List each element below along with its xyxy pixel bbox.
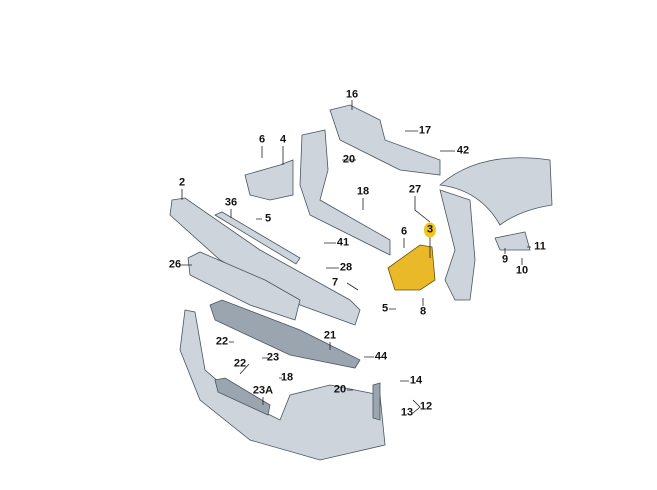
callout-23: 23	[266, 351, 280, 364]
callout-12: 12	[419, 400, 433, 413]
callout-5b: 5	[381, 302, 389, 315]
callout-17: 17	[418, 124, 432, 137]
lock-carrier-part	[299, 129, 391, 256]
callout-4: 4	[279, 133, 287, 146]
callout-6: 6	[258, 133, 266, 146]
lock-carrier-side-part	[439, 189, 476, 301]
bumper-beam-part-2	[169, 197, 361, 326]
bracket-part-12	[372, 382, 381, 421]
callout-6b: 6	[400, 225, 408, 238]
callout-26: 26	[168, 258, 182, 271]
grille-frame-part-23A	[214, 377, 271, 416]
absorber-part-26	[187, 251, 301, 321]
callout-28: 28	[339, 261, 353, 274]
callout-36: 36	[224, 196, 238, 209]
callout-20b: 20	[333, 383, 347, 396]
callout-27: 27	[408, 183, 422, 196]
callout-11: 11	[534, 240, 546, 253]
callout-18b: 18	[280, 371, 294, 384]
callout-44: 44	[374, 350, 388, 363]
bracket-part-9	[494, 231, 531, 251]
callout-23A: 23A	[252, 384, 274, 397]
bumper-cover-part	[179, 309, 386, 461]
callout-3-highlighted: 3	[423, 222, 437, 238]
callout-9: 9	[501, 253, 509, 266]
callout-2: 2	[178, 176, 186, 189]
callout-42: 42	[456, 144, 470, 157]
callout-14: 14	[409, 374, 423, 387]
bracket-part-4	[244, 159, 294, 201]
callout-5: 5	[264, 212, 272, 225]
callout-22: 22	[215, 335, 229, 348]
fender-part	[439, 157, 553, 226]
callout-16: 16	[345, 88, 359, 101]
callout-10: 10	[515, 264, 529, 277]
callout-41: 41	[336, 236, 350, 249]
callout-20: 20	[342, 153, 356, 166]
bracket-part-3	[387, 244, 436, 291]
callout-13: 13	[400, 406, 414, 419]
callout-7: 7	[331, 276, 339, 289]
callout-18: 18	[356, 185, 370, 198]
callout-21: 21	[323, 329, 337, 342]
callout-8: 8	[419, 305, 427, 318]
strip-part-36	[214, 211, 301, 265]
callout-22b: 22	[233, 357, 247, 370]
undertray-part-21	[209, 299, 361, 369]
air-duct-part-16	[329, 104, 441, 176]
